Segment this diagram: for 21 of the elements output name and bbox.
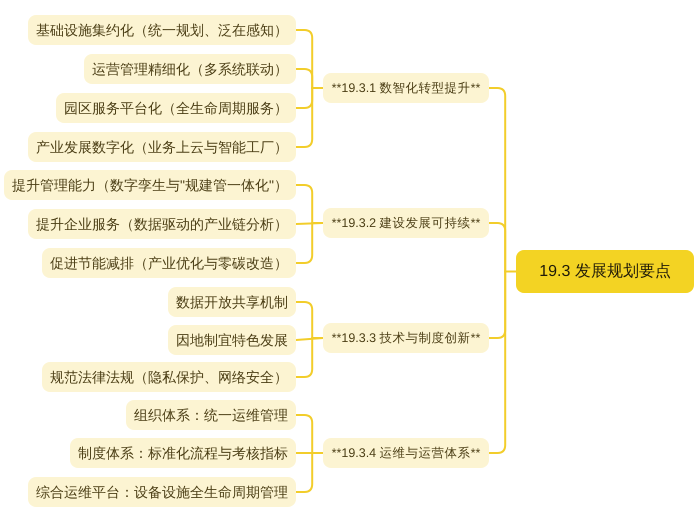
topic-box: 产业发展数字化（业务上云与智能工厂） — [28, 132, 296, 162]
subtopic-box: **19.3.1 数智化转型提升** — [323, 73, 489, 103]
topic-box: 因地制宜特色发展 — [168, 325, 296, 355]
connector-line — [488, 270, 517, 454]
topic-box: 运营管理精细化（多系统联动） — [84, 54, 296, 84]
topic-box: 提升管理能力（数字孪生与"规建管一体化"） — [4, 170, 296, 200]
topic-box: 规范法律法规（隐私保护、网络安全） — [42, 362, 296, 392]
central-topic-box: 19.3 发展规划要点 — [516, 250, 694, 293]
topic-box: 园区服务平台化（全生命周期服务） — [56, 93, 296, 123]
topic-box: 提升企业服务（数据驱动的产业链分析） — [28, 209, 296, 239]
topic-box: 组织体系：统一运维管理 — [126, 400, 296, 430]
topic-box: 综合运维平台：设备设施全生命周期管理 — [28, 477, 296, 507]
connector-line — [295, 452, 324, 493]
connector-line — [295, 337, 324, 378]
topic-box: 促进节能减排（产业优化与零碳改造） — [42, 248, 296, 278]
subtopic-box: **19.3.4 运维与运营体系** — [323, 438, 489, 468]
topic-box: 制度体系：标准化流程与考核指标 — [70, 438, 296, 468]
subtopic-box: **19.3.3 技术与制度创新** — [323, 323, 489, 353]
subtopic-box: **19.3.2 建设发展可持续** — [323, 208, 489, 238]
topic-box: 数据开放共享机制 — [168, 287, 296, 317]
topic-box: 基础设施集约化（统一规划、泛在感知） — [28, 15, 296, 45]
